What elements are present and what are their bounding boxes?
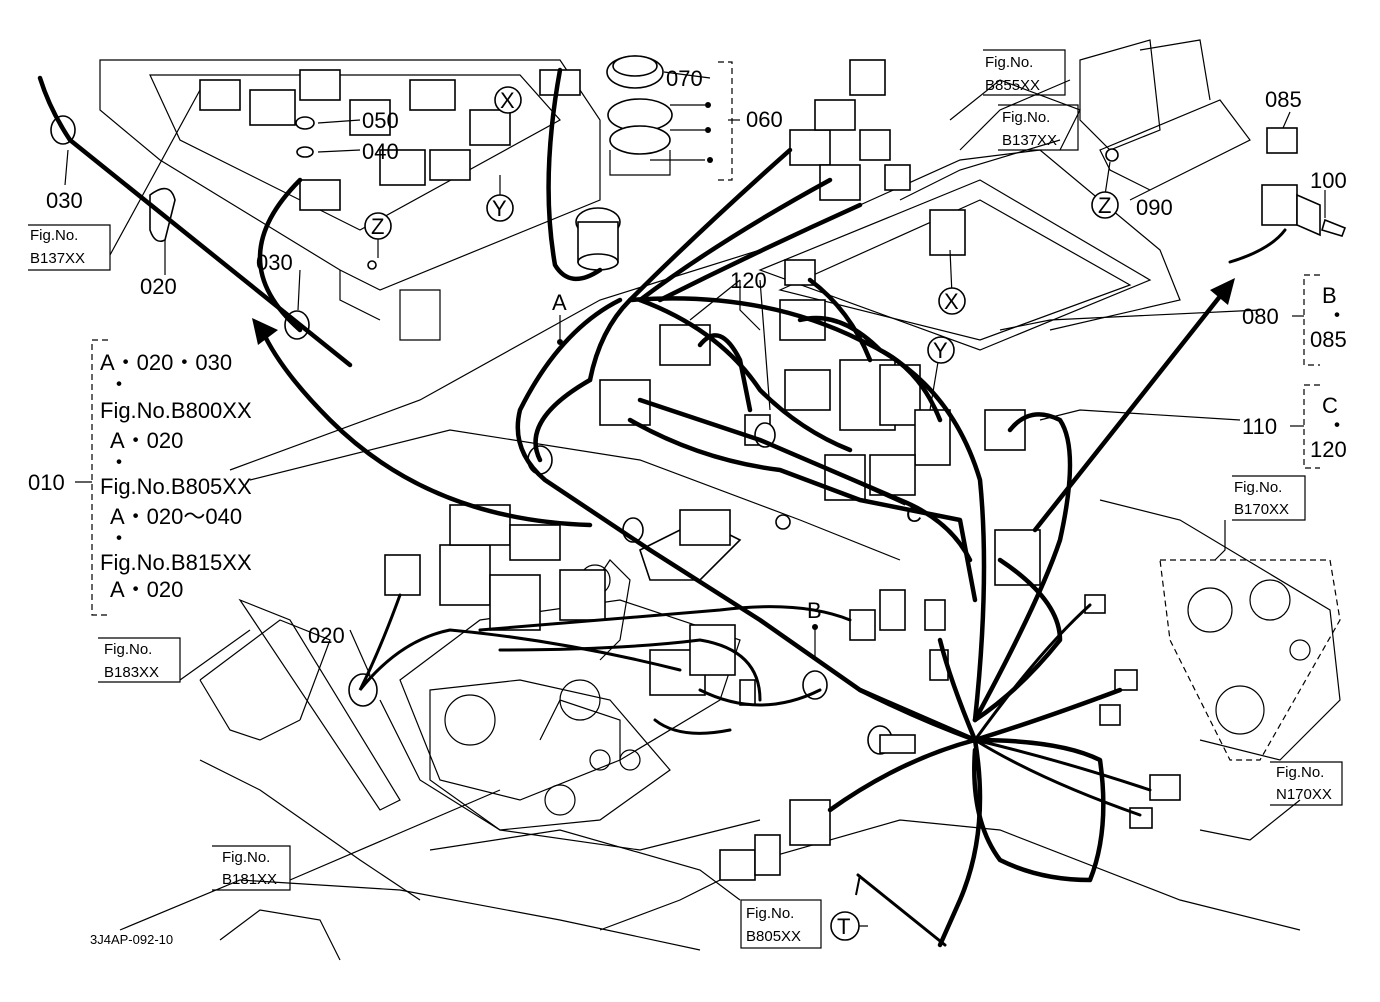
- callout-z-right: Z: [1098, 193, 1111, 218]
- fig-b137-right-number: B137XX: [1002, 132, 1057, 149]
- fig-b137-left-prefix: Fig.No.: [30, 227, 78, 244]
- fig-ref-labels: Fig.No. B137XX Fig.No. B855XX Fig.No. B1…: [30, 54, 1332, 947]
- callout-b-label: B: [807, 598, 822, 623]
- bracket-010-line-10: A・020: [110, 577, 183, 602]
- label-050: 050: [362, 108, 399, 133]
- callout-t: T: [837, 914, 850, 939]
- bracket-010-line-5: ・: [108, 450, 130, 475]
- brackets: [75, 61, 1320, 927]
- label-110: 110: [1242, 414, 1277, 439]
- label-090: 090: [1136, 195, 1173, 220]
- callout-c-label: C: [906, 502, 922, 527]
- fig-ref-boxes: [28, 49, 1343, 949]
- fig-b181-prefix: Fig.No.: [222, 849, 270, 866]
- callout-a-label: A: [552, 290, 567, 315]
- fig-b181-number: B181XX: [222, 871, 277, 888]
- callout-z-top: Z: [371, 214, 384, 239]
- label-020-lower: 020: [308, 623, 345, 648]
- callout-x-right: X: [944, 289, 959, 314]
- fig-b137-right-prefix: Fig.No.: [1002, 109, 1050, 126]
- label-100: 100: [1310, 168, 1347, 193]
- components: [50, 55, 1347, 881]
- fig-b170-prefix: Fig.No.: [1234, 479, 1282, 496]
- bracket-010-line-6: Fig.No.B805XX: [100, 474, 252, 499]
- part-labels: 030 020 030 050 040 070 060 120 085 100 …: [28, 66, 1348, 939]
- callout-x-top: X: [500, 88, 515, 113]
- label-040: 040: [362, 139, 399, 164]
- bracket-080-line-1: B: [1322, 283, 1337, 308]
- bracket-010-line-2: ・: [108, 372, 130, 397]
- label-030-mid: 030: [256, 250, 293, 275]
- fig-b805-number: B805XX: [746, 928, 801, 945]
- fig-b805-prefix: Fig.No.: [746, 905, 794, 922]
- routing-arrows: [252, 278, 1235, 947]
- bracket-110-line-1: C: [1322, 393, 1338, 418]
- label-070: 070: [666, 66, 703, 91]
- fig-b170-number: B170XX: [1234, 501, 1289, 518]
- bracket-110-line-2: ・: [1326, 413, 1348, 438]
- circle-callouts: [364, 86, 1119, 941]
- label-120-top: 120: [730, 268, 767, 293]
- fig-n170-prefix: Fig.No.: [1276, 764, 1324, 781]
- bracket-080-line-3: 085: [1310, 327, 1347, 352]
- label-020-top: 020: [140, 274, 177, 299]
- label-085-top: 085: [1265, 87, 1302, 112]
- fig-n170-number: N170XX: [1276, 786, 1332, 803]
- fig-b183-prefix: Fig.No.: [104, 641, 152, 658]
- callout-y-top: Y: [492, 196, 507, 221]
- fig-b137-left-number: B137XX: [30, 250, 85, 267]
- bracket-010-line-4: A・020: [110, 428, 183, 453]
- bracket-110-line-3: 120: [1310, 437, 1347, 462]
- label-030-left: 030: [46, 188, 83, 213]
- bracket-010-line-9: Fig.No.B815XX: [100, 550, 252, 575]
- fig-b855-number: B855XX: [985, 77, 1040, 94]
- bracket-010-line-3: Fig.No.B800XX: [100, 398, 252, 423]
- machine-outline: [99, 39, 1341, 961]
- bracket-010-line-8: ・: [108, 526, 130, 551]
- label-060: 060: [746, 107, 783, 132]
- fig-b183-number: B183XX: [104, 664, 159, 681]
- bracket-010-line-1: A・020・030: [100, 350, 232, 375]
- label-080: 080: [1242, 304, 1279, 329]
- drawing-code: 3J4AP-092-10: [90, 932, 173, 947]
- callout-y-right: Y: [933, 338, 948, 363]
- harness-wires: [37, 67, 1287, 948]
- fig-b855-prefix: Fig.No.: [985, 54, 1033, 71]
- label-010: 010: [28, 470, 65, 495]
- bracket-080-line-2: ・: [1326, 303, 1348, 328]
- leader-lines: [64, 71, 1326, 881]
- bracket-010-line-7: A・020～040: [110, 504, 242, 529]
